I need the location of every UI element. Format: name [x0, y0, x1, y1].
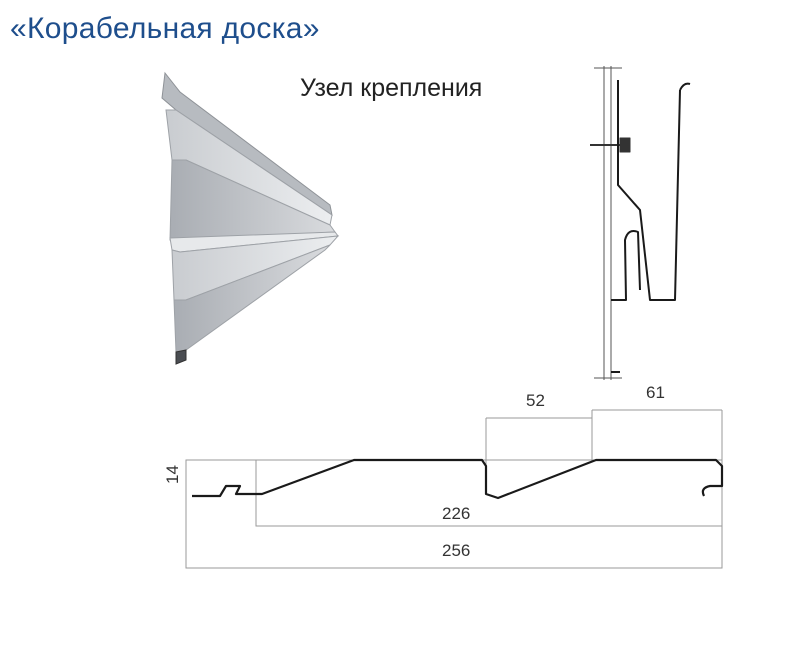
siding-panel-illustration	[161, 71, 340, 365]
total-width-dimension-label: 256	[442, 541, 470, 560]
fixing-node-drawing	[590, 66, 691, 380]
working-width-dimension-label: 226	[442, 504, 470, 523]
height-dimension-label: 14	[163, 465, 182, 484]
step-left-dimension-label: 52	[526, 391, 545, 410]
profile-line	[192, 458, 724, 500]
page-title: «Корабельная доска»	[10, 12, 320, 45]
section-subtitle: Узел крепления	[300, 74, 483, 102]
profile-section	[185, 409, 724, 569]
step-right-dimension-label: 61	[646, 383, 665, 402]
